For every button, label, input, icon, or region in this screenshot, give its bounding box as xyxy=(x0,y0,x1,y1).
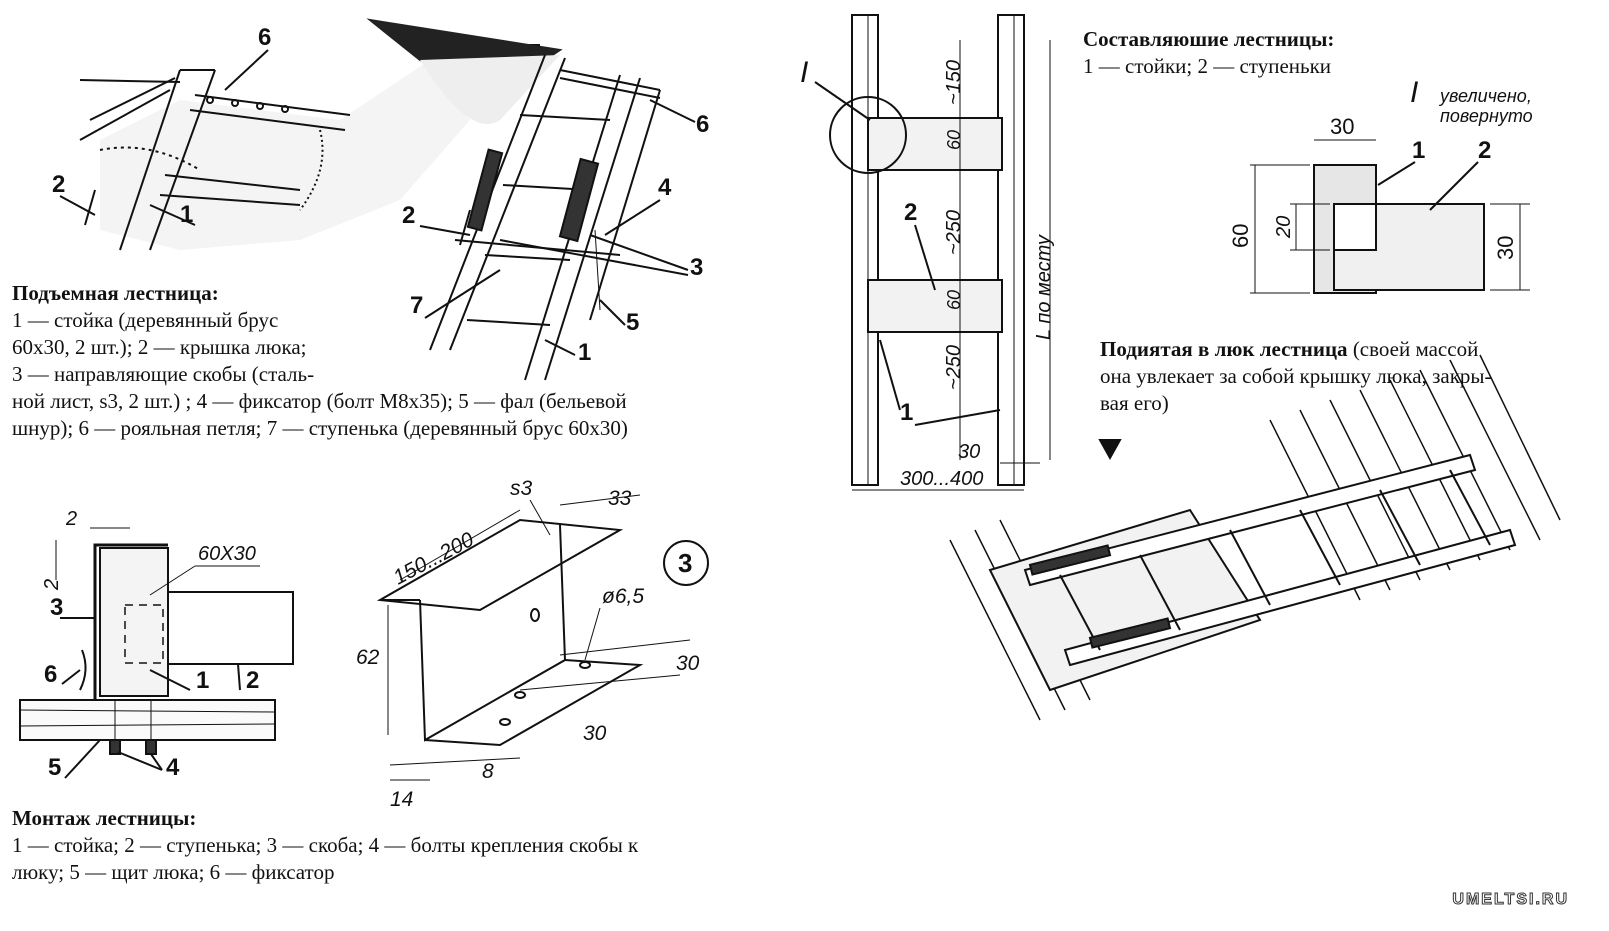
label-5-fig2: 5 xyxy=(626,309,639,336)
dim-250b: ~250 xyxy=(943,345,965,390)
label-2-fig1: 2 xyxy=(52,171,65,198)
label-3-mount: 3 xyxy=(50,594,63,621)
caption-lifting-title: Подъемная лестница: xyxy=(12,281,219,305)
caption-lifting-line3: 3 — направляющие скобы (сталь- xyxy=(12,362,315,386)
label-3-fig2: 3 xyxy=(690,254,703,281)
bracket-dim-s3: s3 xyxy=(510,477,533,500)
mount-dim-2b: 2 xyxy=(41,579,63,591)
dim-60b: 60 xyxy=(944,290,964,310)
bracket-dim-30b: 30 xyxy=(583,722,607,745)
dim-150: ~150 xyxy=(943,60,965,105)
label-2-fig3: 2 xyxy=(904,199,917,226)
label-roman-I: I xyxy=(800,56,808,89)
dim-20-detail: 20 xyxy=(1273,216,1295,239)
bracket-dim-d65: ø6,5 xyxy=(602,585,644,608)
label-4-mount: 4 xyxy=(166,754,180,781)
dim-30-top: 30 xyxy=(1330,114,1354,139)
caption-raised-title: Подиятая в люк лестница xyxy=(1100,337,1348,361)
caption-lifting-line4: ной лист, s3, 2 шт.) ; 4 — фиксатор (бол… xyxy=(12,389,627,413)
bracket-dim-33: 33 xyxy=(608,487,632,510)
figure-hatch-perspective xyxy=(79,44,540,251)
caption-raised: Подиятая в люк лестница (своей массой он… xyxy=(1100,336,1570,417)
watermark: UMELTSI.RU xyxy=(1452,891,1569,909)
bracket-dim-14: 14 xyxy=(390,788,413,811)
hinge-detail xyxy=(206,96,289,113)
caption-mounting-title: Монтаж лестницы: xyxy=(12,806,197,830)
label-2-mount: 2 xyxy=(246,667,259,694)
dim-300-400: 300...400 xyxy=(900,468,983,490)
caption-raised-line1: (своей массой xyxy=(1352,337,1479,361)
dim-60a: 60 xyxy=(944,130,964,150)
dim-60-detail: 60 xyxy=(1228,224,1253,248)
dim-30-side: 30 xyxy=(1493,236,1518,260)
mount-dim-2a: 2 xyxy=(65,508,77,530)
figure-ladder-components xyxy=(829,14,1051,491)
mount-dim-60x30: 60X30 xyxy=(198,543,256,565)
label-1-fig3: 1 xyxy=(900,399,913,426)
caption-lifting: Подъемная лестница: 1 — стойка (деревянн… xyxy=(12,280,772,442)
label-5-mount: 5 xyxy=(48,754,61,781)
figure-raised-ladder xyxy=(949,354,1561,721)
bracket-dim-8: 8 xyxy=(482,760,494,783)
bracket-dim-30a: 30 xyxy=(676,652,700,675)
figure-ladder-in-hatch xyxy=(366,18,661,381)
figure-bracket-3 xyxy=(376,494,709,781)
bracket-circle-3: 3 xyxy=(678,548,692,578)
caption-raised-line3: вая его) xyxy=(1100,391,1169,415)
label-rotated: повернуто xyxy=(1440,106,1533,126)
label-7-fig2: 7 xyxy=(410,292,423,319)
label-4-fig2: 4 xyxy=(658,174,672,201)
caption-mounting-line2: люку; 5 — щит люка; 6 — фиксатор xyxy=(12,860,335,884)
label-enlarged: увеличено, xyxy=(1438,86,1532,106)
label-roman-I-detail: I xyxy=(1410,76,1418,109)
caption-components-title: Составляюшие лестницы: xyxy=(1083,27,1335,51)
caption-components: Составляюшие лестницы: 1 — стойки; 2 — с… xyxy=(1083,26,1443,80)
label-2-fig2: 2 xyxy=(402,202,415,229)
label-6-fig1: 6 xyxy=(258,24,271,51)
figure-mounting-section xyxy=(19,527,294,755)
caption-lifting-line5: шнур); 6 — рояльная петля; 7 — ступенька… xyxy=(12,416,628,440)
caption-mounting: Монтаж лестницы: 1 — стойка; 2 — ступень… xyxy=(12,805,772,886)
caption-components-line: 1 — стойки; 2 — ступеньки xyxy=(1083,54,1332,78)
label-2-detail: 2 xyxy=(1478,137,1491,164)
dim-250a: ~250 xyxy=(943,210,965,255)
figure-detail-I xyxy=(1250,139,1530,294)
label-1-detail: 1 xyxy=(1412,137,1425,164)
label-1-fig2: 1 xyxy=(578,339,591,366)
label-1-fig1: 1 xyxy=(180,201,193,228)
label-6-mount: 6 xyxy=(44,661,57,688)
dim-30-fig3: 30 xyxy=(958,441,980,463)
label-6-fig2: 6 xyxy=(696,111,709,138)
caption-lifting-line1: 1 — стойка (деревянный брус xyxy=(12,308,279,332)
dim-L: L по месту xyxy=(1033,234,1055,340)
caption-mounting-line1: 1 — стойка; 2 — ступенька; 3 — скоба; 4 … xyxy=(12,833,639,857)
bracket-dim-62: 62 xyxy=(356,646,380,669)
label-1-mount: 1 xyxy=(196,667,209,694)
bracket-dim-150-200: 150...200 xyxy=(390,528,478,590)
caption-lifting-line2: 60x30, 2 шт.); 2 — крышка люка; xyxy=(12,335,307,359)
